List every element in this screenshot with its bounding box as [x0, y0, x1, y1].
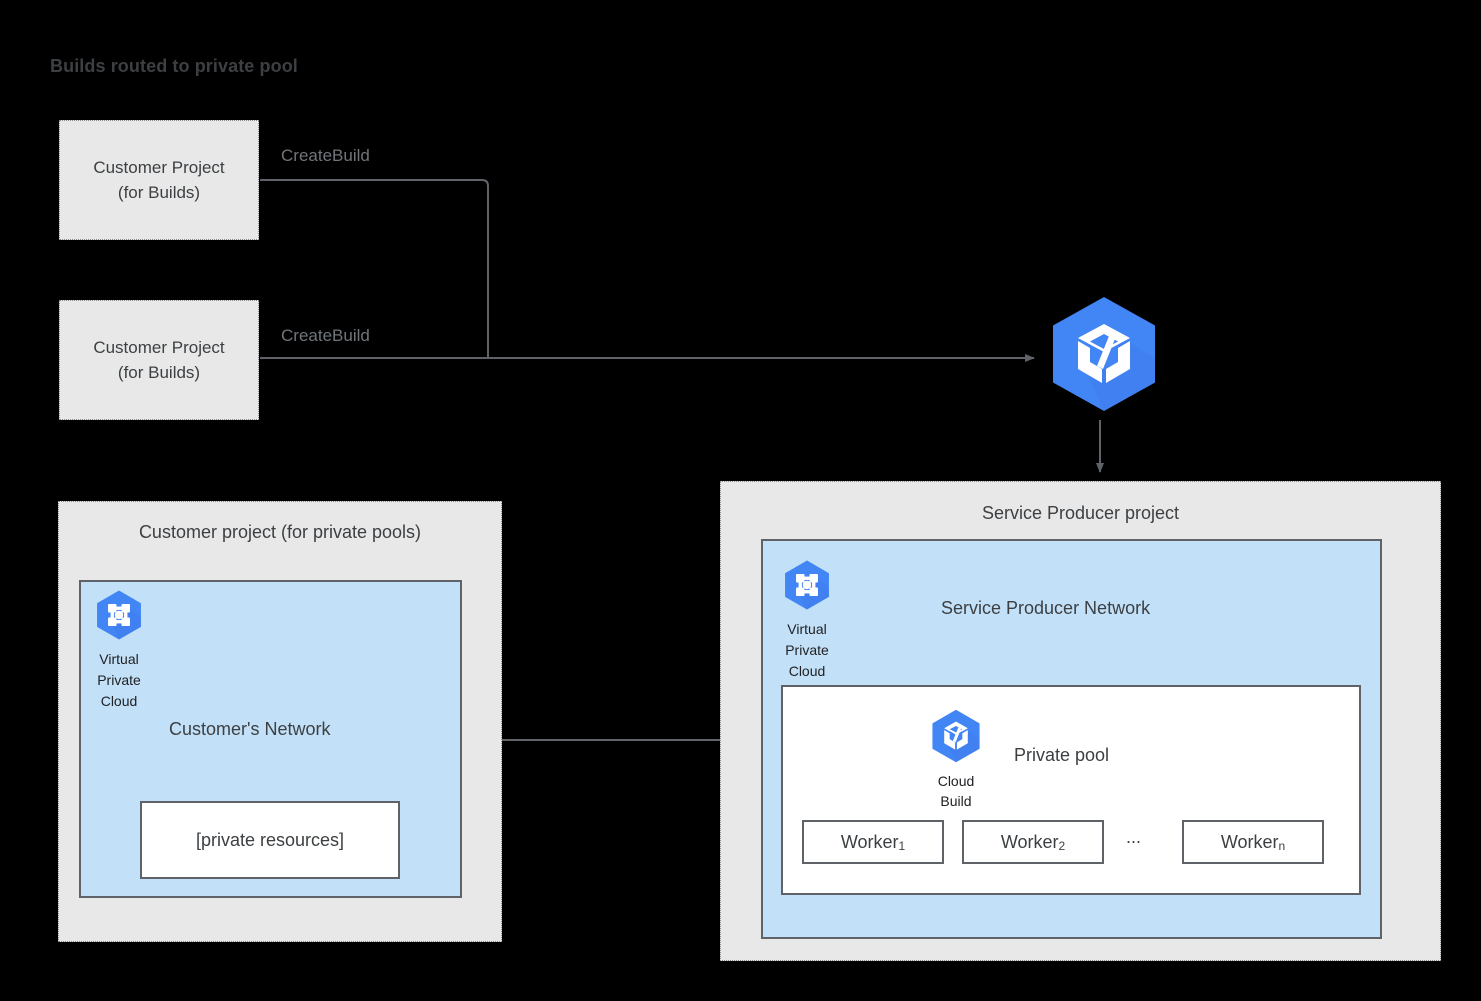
- cloud-build-caption: Cloud Build: [916, 771, 996, 811]
- build-project-2-line2: (for Builds): [117, 363, 201, 382]
- vpc-producer-line1: Virtual: [787, 621, 827, 637]
- customer-build-project-2[interactable]: Customer Project (for Builds): [59, 300, 259, 420]
- vpc-customer-line2: Private: [97, 672, 141, 688]
- vpc-customer-line1: Virtual: [99, 651, 139, 667]
- cloud-build-line2: Build: [940, 793, 972, 809]
- createbuild-label-2: CreateBuild: [281, 326, 370, 345]
- worker-ellipsis: ...: [1126, 827, 1142, 847]
- vpc-group-customer: Virtual Private Cloud: [79, 588, 159, 712]
- vpc-group-producer: Virtual Private Cloud: [767, 558, 847, 682]
- customers-network-title: Customer's Network: [169, 719, 331, 739]
- virtual-private-cloud-icon: [97, 590, 141, 640]
- build-project-2-line1: Customer Project: [93, 338, 225, 357]
- private-resources-box: [private resources]: [140, 801, 400, 879]
- worker-n-sub: n: [1278, 839, 1286, 853]
- worker-2-name: Worker: [1000, 831, 1059, 852]
- cloud-build-group: Cloud Build: [916, 707, 996, 811]
- customer-panel-title: Customer project (for private pools): [138, 522, 422, 542]
- build-project-1-line2: (for Builds): [117, 183, 201, 202]
- cloud-build-icon: [932, 709, 980, 763]
- service-producer-network-title: Service Producer Network: [941, 598, 1151, 618]
- cloud-build-line1: Cloud: [937, 773, 975, 789]
- vpc-producer-line2: Private: [785, 642, 829, 658]
- vpc-producer-line3: Cloud: [788, 663, 826, 679]
- worker-n-name: Worker: [1220, 831, 1279, 852]
- diagram-title: Builds routed to private pool: [50, 56, 298, 76]
- vpc-customer-line3: Cloud: [100, 693, 138, 709]
- vpc-caption-customer: Virtual Private Cloud: [79, 649, 159, 712]
- build-project-1-line1: Customer Project: [93, 158, 225, 177]
- producer-panel-title: Service Producer project: [981, 503, 1180, 523]
- customer-build-project-1[interactable]: Customer Project (for Builds): [59, 120, 259, 240]
- worker-1-name: Worker: [840, 831, 899, 852]
- cloud-build-icon: [1043, 293, 1165, 415]
- worker-1-sub: 1: [898, 839, 906, 853]
- worker-2-sub: 2: [1058, 839, 1066, 853]
- private-pool-label: Private pool: [1014, 745, 1110, 765]
- createbuild-label-1: CreateBuild: [281, 146, 370, 165]
- vpc-caption-producer: Virtual Private Cloud: [767, 619, 847, 682]
- virtual-private-cloud-icon: [785, 560, 829, 610]
